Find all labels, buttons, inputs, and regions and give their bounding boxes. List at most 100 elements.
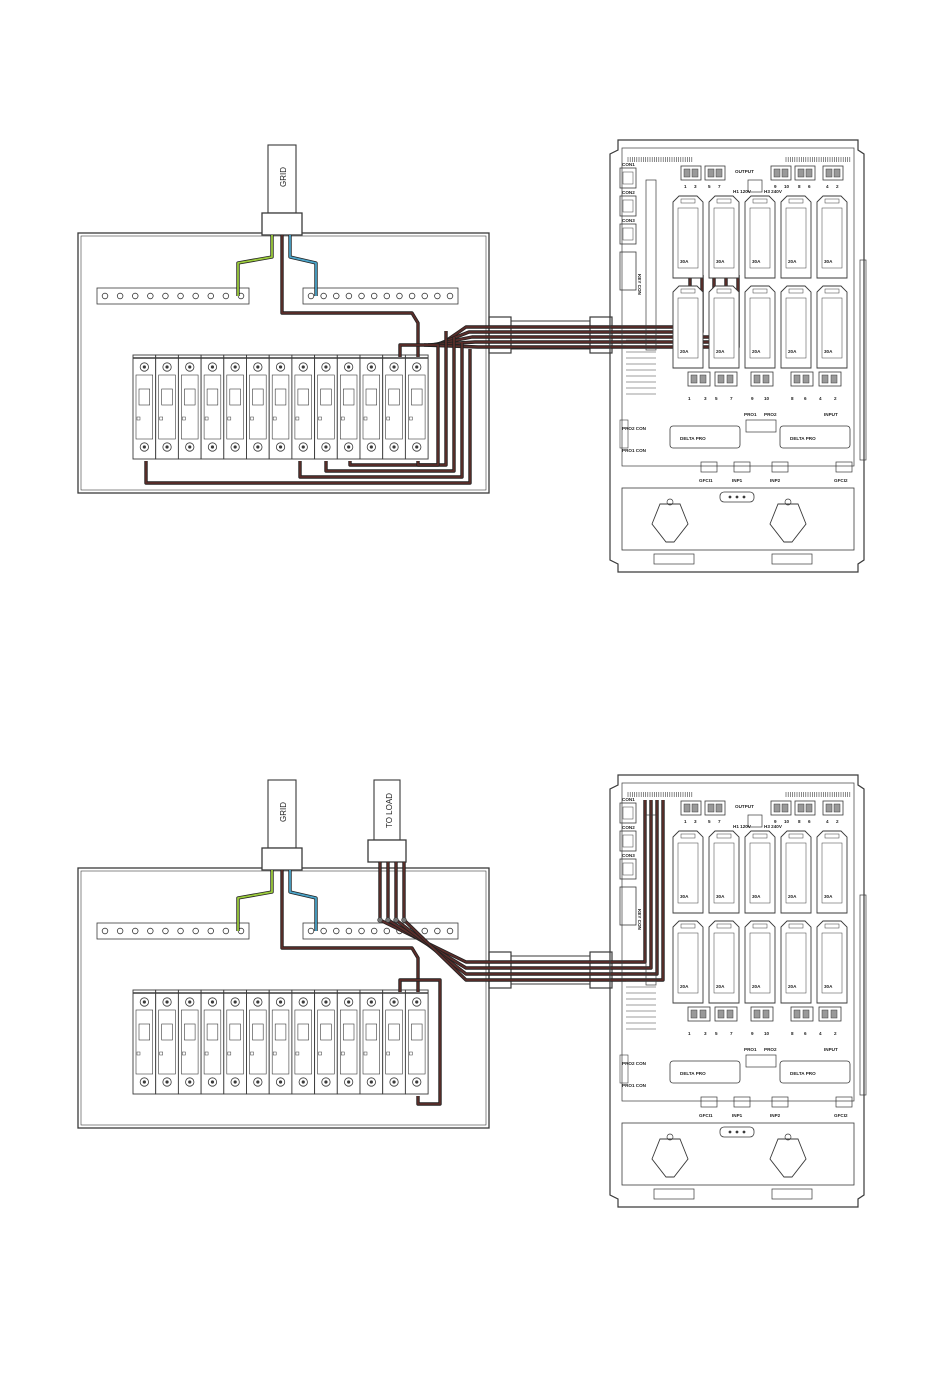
breaker bbox=[268, 989, 293, 1095]
key-con-module bbox=[619, 886, 637, 926]
connector-pin bbox=[833, 168, 841, 178]
bar-hole bbox=[192, 292, 199, 300]
bar-hole bbox=[101, 927, 109, 935]
terminal-screw bbox=[162, 442, 172, 452]
grid-conduit-fitting bbox=[261, 847, 303, 871]
terminal-screw-center bbox=[278, 1000, 283, 1004]
neutral-wire-outline bbox=[288, 870, 318, 931]
circuit-wire-outline bbox=[439, 275, 692, 347]
delta-pro-label: DELTA PRO bbox=[680, 1071, 706, 1076]
bar-hole bbox=[307, 927, 315, 935]
breaker-body bbox=[200, 354, 225, 460]
input-number: 9 bbox=[751, 396, 754, 401]
breaker-toggle bbox=[342, 388, 355, 406]
connector-pin bbox=[726, 1009, 734, 1019]
bar-hole bbox=[177, 292, 184, 300]
module-face bbox=[821, 842, 843, 904]
input-connector bbox=[687, 371, 711, 387]
terminal-screw bbox=[366, 997, 376, 1007]
output-number: 4 bbox=[826, 184, 829, 189]
breaker-toggle bbox=[365, 1023, 377, 1041]
terminal-screw-center bbox=[188, 1080, 192, 1084]
button-dot bbox=[742, 495, 746, 499]
breaker bbox=[291, 989, 316, 1095]
breaker-face bbox=[181, 374, 199, 440]
breaker bbox=[314, 989, 338, 1095]
breaker-body bbox=[314, 354, 338, 460]
to-load-label: TO LOAD bbox=[385, 793, 394, 828]
output-number: 2 bbox=[836, 819, 839, 824]
connector-pin bbox=[715, 803, 723, 813]
breaker-rating: 20A bbox=[716, 349, 725, 354]
input-number: 5 bbox=[715, 1031, 718, 1036]
breaker-body bbox=[155, 354, 179, 460]
bar-hole bbox=[396, 292, 403, 300]
ground-wire-outline bbox=[236, 235, 274, 296]
terminal-screw bbox=[366, 362, 376, 372]
output-connector bbox=[704, 165, 726, 181]
input-number: 7 bbox=[730, 1031, 733, 1036]
terminal-bar bbox=[96, 922, 250, 940]
module-face bbox=[713, 297, 735, 359]
breaker-face bbox=[181, 1009, 199, 1075]
output-connector bbox=[770, 165, 792, 181]
terminal-screw bbox=[275, 1077, 286, 1087]
breaker-face bbox=[135, 1009, 154, 1075]
terminal-screw bbox=[185, 1077, 195, 1087]
breaker bbox=[336, 989, 361, 1095]
unit-inner bbox=[621, 782, 855, 1102]
gfci-label: GFCI1 bbox=[699, 478, 713, 483]
indicator bbox=[318, 1051, 322, 1056]
terminal-screw bbox=[207, 362, 218, 372]
breaker-toggle bbox=[388, 1023, 400, 1041]
pro-con-label: PRO1 CON bbox=[622, 448, 647, 453]
terminal-screw-center bbox=[256, 1000, 260, 1004]
breaker-toggle bbox=[252, 1023, 264, 1041]
breaker bbox=[155, 989, 179, 1095]
terminal-screw bbox=[321, 442, 331, 452]
terminal-screw-center bbox=[210, 365, 215, 369]
terminal-screw bbox=[344, 442, 354, 452]
module-face bbox=[749, 842, 771, 904]
indicator bbox=[272, 416, 277, 421]
conduit-fitting-left bbox=[488, 316, 512, 354]
terminal-screw-center bbox=[165, 1080, 169, 1084]
breaker-toggle bbox=[411, 388, 423, 406]
breaker-face bbox=[362, 1009, 381, 1075]
circuit-breaker-module: 30A bbox=[816, 920, 848, 1004]
terminal-screw bbox=[321, 362, 331, 372]
h1-label: H1 120V bbox=[733, 824, 752, 829]
neutral-wire-outline bbox=[288, 235, 318, 296]
module-tab bbox=[788, 923, 804, 929]
pro-con-port bbox=[619, 419, 629, 449]
pro-con-label: PRO2 CON bbox=[622, 426, 647, 431]
circuit-wire-bottom bbox=[325, 337, 455, 472]
terminal-screw bbox=[412, 997, 422, 1007]
terminal-screw bbox=[389, 997, 399, 1007]
connector-pin bbox=[753, 1009, 761, 1019]
con-module bbox=[619, 223, 637, 245]
con-port bbox=[622, 171, 634, 185]
delta-pro-slot bbox=[669, 1060, 741, 1084]
bar-hole bbox=[358, 927, 365, 935]
breaker-body bbox=[223, 989, 247, 1095]
bar-hole bbox=[132, 292, 139, 300]
side-rail bbox=[645, 814, 657, 986]
bar-hole bbox=[222, 292, 230, 300]
terminal-screw bbox=[139, 442, 149, 452]
breaker-face bbox=[203, 1009, 222, 1075]
load-wire bbox=[403, 800, 664, 981]
output-number: 7 bbox=[718, 819, 721, 824]
breaker-body bbox=[336, 354, 361, 460]
circuit-wire-outline bbox=[435, 275, 704, 347]
module-tab bbox=[716, 833, 732, 839]
breaker-face bbox=[317, 1009, 335, 1075]
terminal-screw-center bbox=[301, 445, 305, 449]
circuit-breaker-module: 30A bbox=[744, 830, 776, 914]
terminal-screw bbox=[253, 997, 263, 1007]
circuit-breaker-module: 20A bbox=[780, 285, 812, 369]
bar-hole bbox=[370, 927, 378, 935]
breaker-body bbox=[132, 354, 157, 460]
bar-hole bbox=[132, 927, 139, 935]
terminal-screw-center bbox=[301, 1080, 305, 1084]
